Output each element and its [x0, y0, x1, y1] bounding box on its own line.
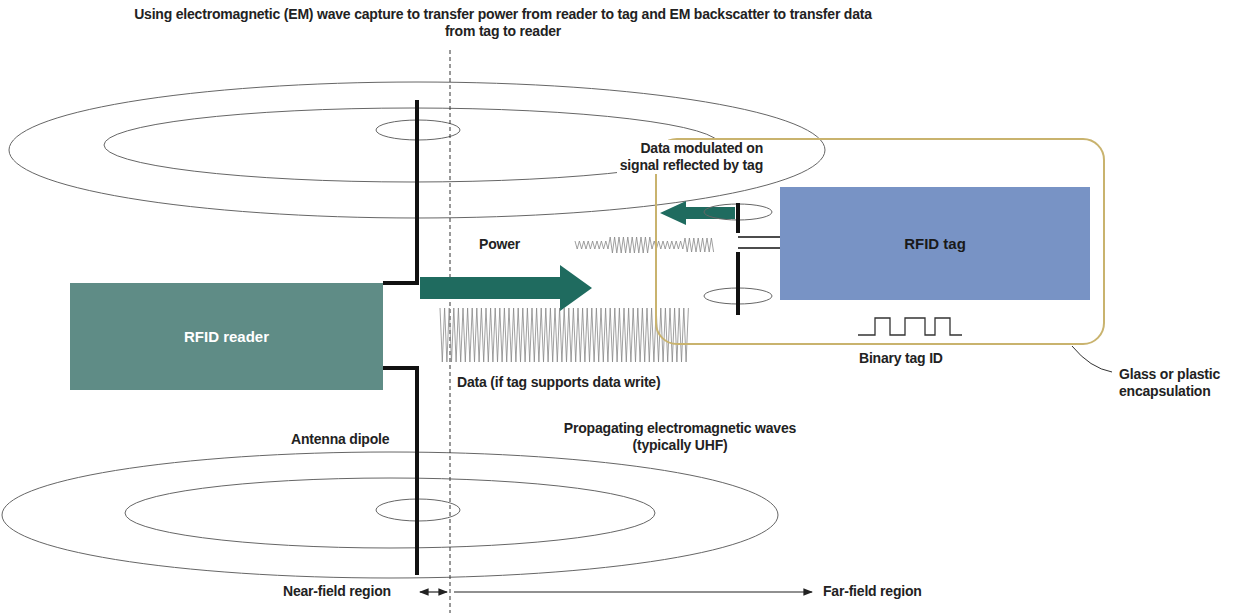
carrier-wave	[440, 308, 688, 362]
tag-box: RFID tag	[780, 187, 1090, 300]
tag-feed	[738, 236, 780, 238]
antenna-label: Antenna dipole	[290, 431, 412, 448]
wave-label: Propagating electromagnetic waves (typic…	[548, 420, 812, 454]
region-arrow	[454, 591, 812, 592]
antenna-dipole	[383, 100, 417, 283]
box-label: RFID tag	[904, 235, 966, 253]
box-label: RFID reader	[184, 328, 269, 346]
field-line	[125, 478, 655, 548]
waveform-label: Binary tag ID	[858, 350, 980, 367]
antenna-dipole	[383, 368, 417, 575]
region-label: Far-field region	[822, 583, 964, 600]
reader-box: RFID reader	[70, 283, 383, 390]
signal-label: Data modulated on signal reflected by ta…	[617, 140, 764, 174]
region-label: Near-field region	[282, 583, 414, 600]
tag-antenna	[736, 203, 740, 233]
leader-line	[1072, 346, 1112, 372]
tag-antenna	[736, 252, 740, 315]
field-line	[2, 452, 778, 578]
arrow-label: Power	[478, 236, 550, 253]
callout-label: Glass or plastic encapsulation	[1119, 366, 1245, 400]
power-arrow	[420, 265, 592, 311]
backscatter-wave	[575, 237, 714, 253]
region-arrow	[420, 591, 447, 592]
tag-feed	[738, 247, 780, 249]
binary-waveform	[858, 318, 962, 335]
title: Using electromagnetic (EM) wave capture …	[132, 6, 874, 40]
signal-label: Data (if tag supports data write)	[456, 374, 728, 391]
